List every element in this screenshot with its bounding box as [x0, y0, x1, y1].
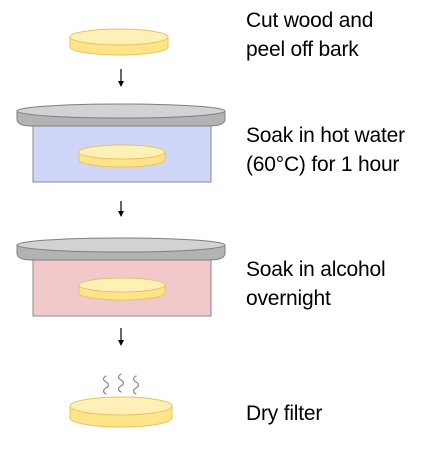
- arrow-down-3: [118, 328, 124, 346]
- water-container: [16, 103, 226, 183]
- step-label-hot-water: Soak in hot water (60°C) for 1 hour: [246, 124, 405, 176]
- wood-disk-in-water: [78, 144, 166, 168]
- alcohol-bath: [32, 253, 212, 317]
- wood-disk-in-alcohol: [78, 277, 166, 301]
- wood-disk-cut: [69, 28, 169, 56]
- wood-disk-dry: [69, 396, 173, 428]
- step-label-cut: Cut wood and peel off bark: [246, 9, 374, 61]
- arrow-down-1: [118, 69, 124, 87]
- arrow-down-2: [118, 201, 124, 217]
- step-label-alcohol: Soak in alcohol overnight: [246, 258, 386, 310]
- step-label-dry: Dry filter: [246, 402, 323, 425]
- steam-icon: [102, 373, 140, 395]
- alcohol-container: [16, 237, 226, 317]
